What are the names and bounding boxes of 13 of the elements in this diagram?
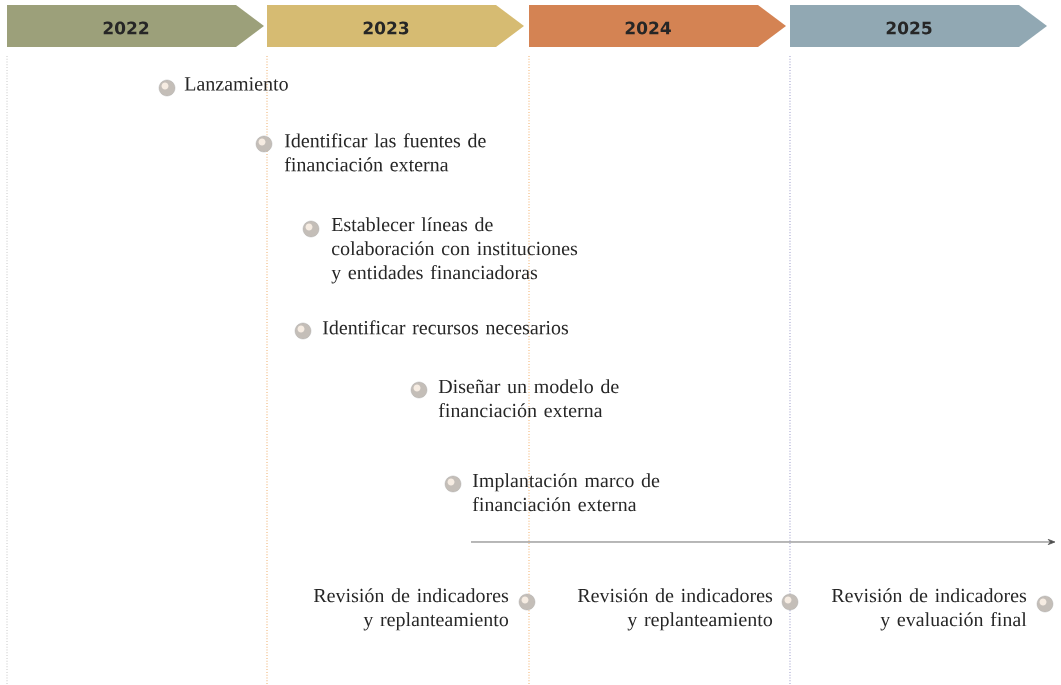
- milestone-text: Revisión de indicadores y evaluación final: [831, 588, 1027, 631]
- milestone-text: Implantación marco de financiación externa: [472, 473, 660, 512]
- milestone-text: Identificar las fuentes de financiación externa: [284, 133, 486, 172]
- year-banner: 2023: [267, 5, 524, 47]
- milestone-text: Lanzamiento: [184, 77, 288, 91]
- milestone-text: Identificar recursos necesarios: [322, 320, 569, 335]
- milestone-text: Revisión de indicadores y replanteamiento: [313, 588, 509, 631]
- year-banner: 2022: [7, 5, 264, 47]
- milestone-text: Establecer líneas de colaboración con instituciones y entidades financiadoras: [331, 217, 578, 284]
- milestone-text: Revisión de indicadores y replanteamiento: [577, 588, 773, 631]
- year-banner: 2025: [790, 5, 1047, 47]
- year-banner: 2024: [529, 5, 786, 47]
- milestone-text: Diseñar un modelo de financiación externa: [438, 379, 619, 418]
